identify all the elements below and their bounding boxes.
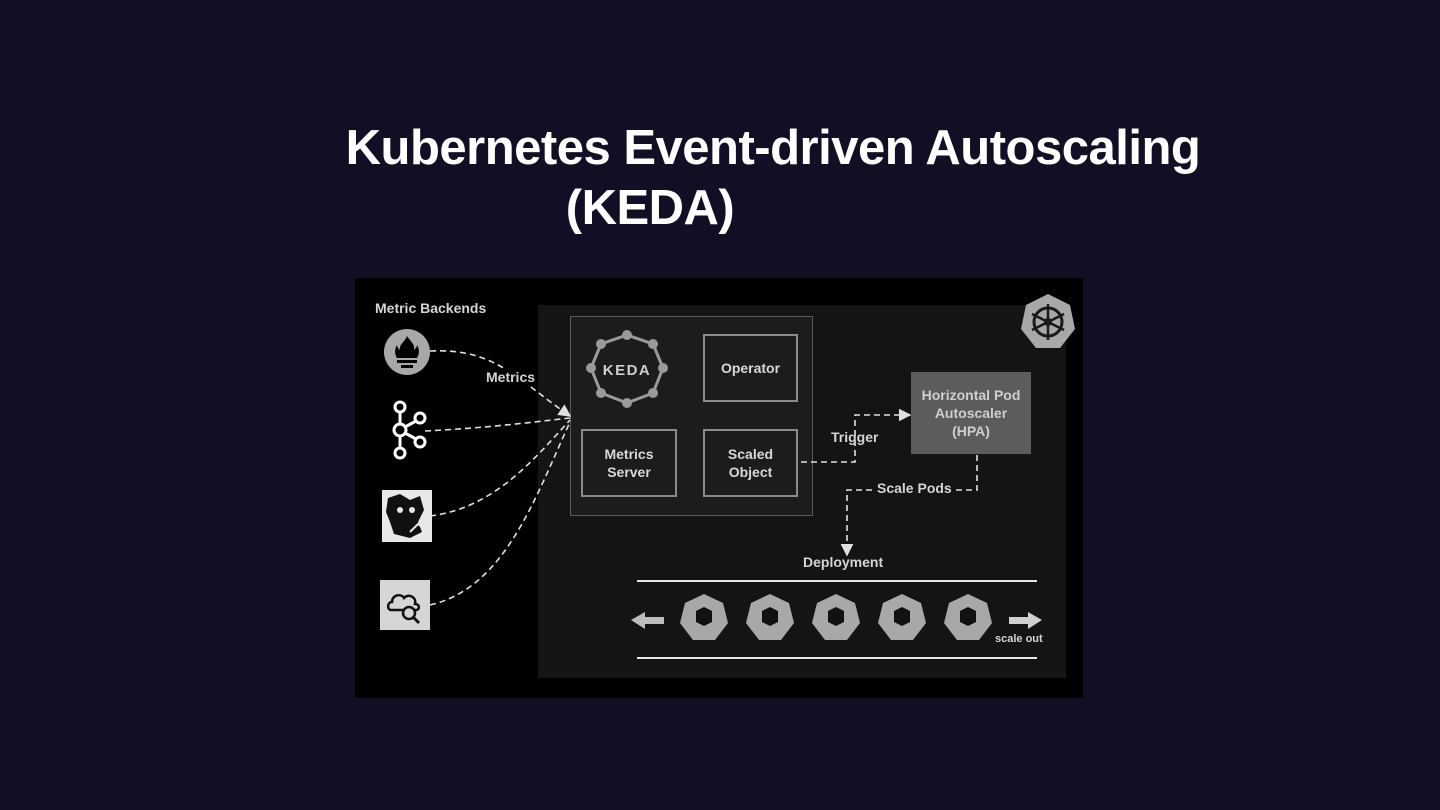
operator-label: Operator [720,360,781,376]
metrics-server-label: Metrics Server [604,446,654,480]
pod-icon [680,594,728,640]
pod-icon [812,594,860,640]
connector-lines [424,350,1042,659]
metrics-server-box: Metrics Server [581,429,677,497]
hpa-label: Horizontal Pod Autoscaler (HPA) [921,387,1021,439]
hpa-box: Horizontal Pod Autoscaler (HPA) [911,372,1031,454]
page-title: Kubernetes Event-driven Autoscaling (KED… [0,118,1440,238]
deployment-label: Deployment [803,554,884,570]
metric-backends-label: Metric Backends [375,300,487,316]
trigger-label: Trigger [831,429,879,445]
scale-pods-label: Scale Pods [875,480,954,496]
kubernetes-icon [1021,294,1075,348]
pods-row [680,594,992,640]
kafka-icon [392,400,427,460]
datadog-icon [382,490,432,542]
scaled-object-label: Scaled Object [727,446,774,480]
title-line-2: (KEDA) [565,181,735,235]
scale-out-label: scale out [995,633,1043,645]
pod-icon [878,594,926,640]
cloud-monitoring-icon [380,580,430,630]
metrics-label: Metrics [484,369,538,385]
pod-icon [944,594,992,640]
keda-logo-icon: KEDA [586,330,668,408]
pod-icon [746,594,794,640]
title-line-1: Kubernetes Event-driven Autoscaling [345,121,1201,175]
keda-architecture-diagram: Metric Backends Metrics [355,278,1083,698]
keda-component-box [570,316,813,516]
scaled-object-box: Scaled Object [703,429,798,497]
operator-box: Operator [703,334,798,402]
keda-logo-text: KEDA [603,362,652,379]
prometheus-icon [384,329,430,375]
